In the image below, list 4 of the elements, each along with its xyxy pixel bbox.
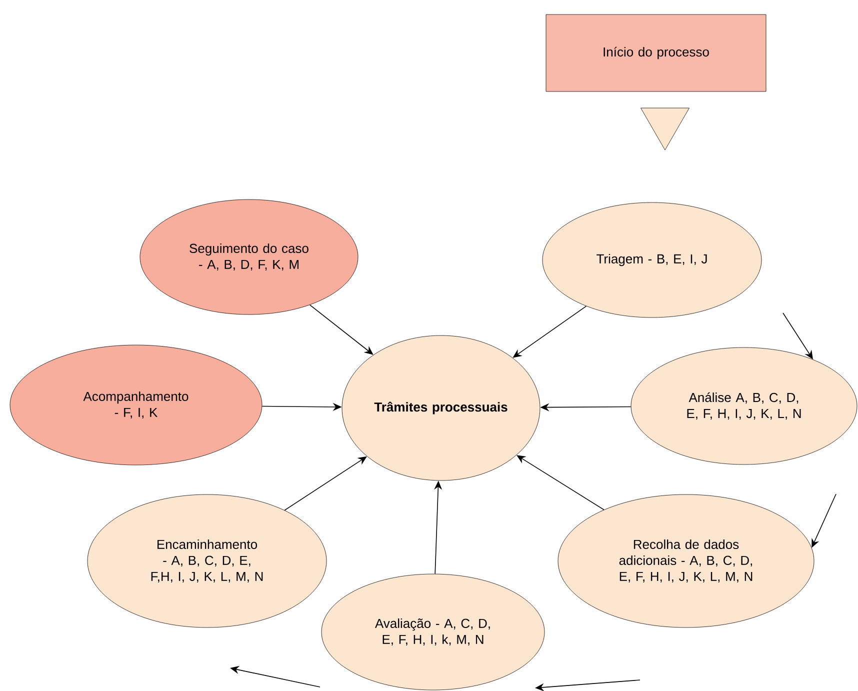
triangle-shape: [640, 108, 690, 150]
start-box: Início do processo: [546, 14, 766, 92]
arrow: [782, 312, 813, 360]
arrow: [516, 455, 604, 510]
